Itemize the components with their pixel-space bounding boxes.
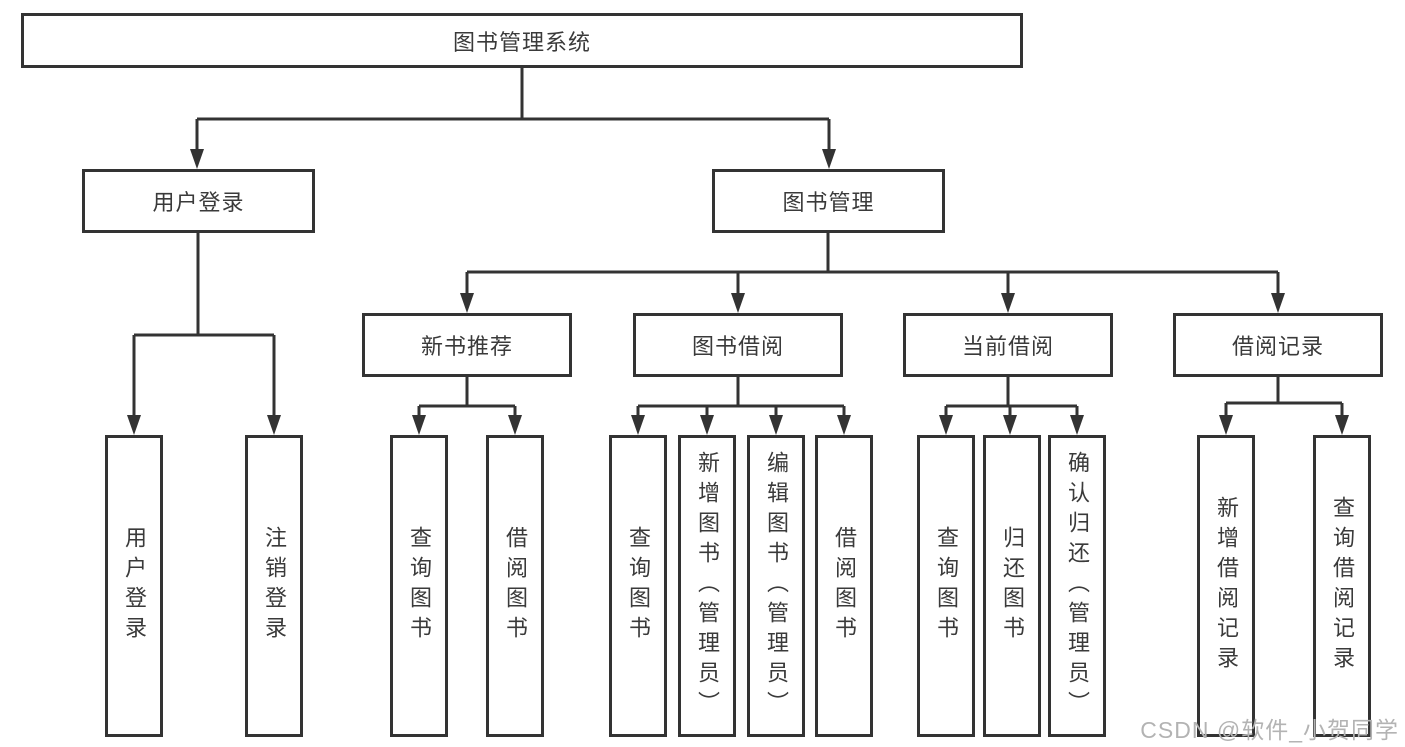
diagram-node-label: 归还图书 xyxy=(1000,526,1025,646)
diagram-node-edit-book: 编辑图书（管理员） xyxy=(747,435,805,737)
watermark-text: CSDN @软件_小贺同学 xyxy=(1140,717,1399,743)
diagram-node-borrow-book-2: 借阅图书 xyxy=(815,435,873,737)
diagram-node-user-login: 用户登录 xyxy=(82,169,315,233)
arrowhead-icon xyxy=(1335,415,1349,435)
edge-user-login-children xyxy=(127,233,281,435)
diagram-node-label: 查询借阅记录 xyxy=(1330,496,1355,676)
arrowhead-icon xyxy=(631,415,645,435)
diagram-node-borrow-record: 借阅记录 xyxy=(1173,313,1383,377)
arrowhead-icon xyxy=(1070,415,1084,435)
edge-current-borrow-children xyxy=(939,377,1084,435)
edge-borrow-record-children xyxy=(1219,377,1349,435)
diagram-node-confirm-return: 确认归还（管理员） xyxy=(1048,435,1106,737)
arrowhead-icon xyxy=(1219,415,1233,435)
diagram-node-add-book: 新增图书（管理员） xyxy=(678,435,736,737)
arrowhead-icon xyxy=(412,415,426,435)
arrowhead-icon xyxy=(837,415,851,435)
arrowhead-icon xyxy=(1001,293,1015,313)
diagram-node-query-book-3: 查询图书 xyxy=(917,435,975,737)
diagram-node-query-book-1: 查询图书 xyxy=(390,435,448,737)
diagram-node-current-borrow: 当前借阅 xyxy=(903,313,1113,377)
diagram-node-label: 当前借阅 xyxy=(961,334,1054,359)
diagram-node-label: 新增借阅记录 xyxy=(1214,496,1239,676)
diagram-node-label: 借阅图书 xyxy=(503,526,528,646)
diagram-node-new-book-rec: 新书推荐 xyxy=(362,313,572,377)
diagram-node-label: 查询图书 xyxy=(626,526,651,646)
arrowhead-icon xyxy=(460,293,474,313)
diagram-node-label: 新增图书（管理员） xyxy=(695,451,720,721)
diagram-node-logout: 注销登录 xyxy=(245,435,303,737)
arrowhead-icon xyxy=(1271,293,1285,313)
diagram-node-return-book: 归还图书 xyxy=(983,435,1041,737)
diagram-node-label: 确认归还（管理员） xyxy=(1065,451,1090,721)
arrowhead-icon xyxy=(700,415,714,435)
arrowhead-icon xyxy=(769,415,783,435)
diagram-node-book-mgmt: 图书管理 xyxy=(712,169,945,233)
arrowhead-icon xyxy=(508,415,522,435)
diagram-node-label: 编辑图书（管理员） xyxy=(764,451,789,721)
diagram-node-label: 用户登录 xyxy=(152,190,245,215)
diagram-node-label: 查询图书 xyxy=(407,526,432,646)
diagram-node-label: 查询图书 xyxy=(934,526,959,646)
diagram-node-label: 借阅图书 xyxy=(832,526,857,646)
arrowhead-icon xyxy=(731,293,745,313)
diagram-node-label: 注销登录 xyxy=(262,526,287,646)
arrowhead-icon xyxy=(1003,415,1017,435)
diagram-node-query-book-2: 查询图书 xyxy=(609,435,667,737)
arrowhead-icon xyxy=(267,415,281,435)
diagram-node-login: 用户登录 xyxy=(105,435,163,737)
diagram-node-label: 图书借阅 xyxy=(691,334,784,359)
diagram-node-label: 图书管理系统 xyxy=(452,29,591,55)
arrowhead-icon xyxy=(939,415,953,435)
arrowhead-icon xyxy=(822,149,836,169)
arrowhead-icon xyxy=(127,415,141,435)
arrowhead-icon xyxy=(190,149,204,169)
edge-book-borrow-children xyxy=(631,377,851,435)
edge-new-book-rec-children xyxy=(412,377,522,435)
diagram-node-root: 图书管理系统 xyxy=(21,13,1023,68)
diagram-node-label: 用户登录 xyxy=(122,526,147,646)
edge-root-children xyxy=(190,68,836,169)
diagram-node-label: 借阅记录 xyxy=(1231,334,1324,359)
diagram-node-book-borrow: 图书借阅 xyxy=(633,313,843,377)
diagram-node-borrow-book-1: 借阅图书 xyxy=(486,435,544,737)
diagram-node-add-borrow-record: 新增借阅记录 xyxy=(1197,435,1255,737)
diagram-node-label: 新书推荐 xyxy=(420,334,513,359)
diagram-node-query-borrow-record: 查询借阅记录 xyxy=(1313,435,1371,737)
diagram-node-label: 图书管理 xyxy=(782,190,875,215)
edge-book-mgmt-children xyxy=(460,233,1285,313)
